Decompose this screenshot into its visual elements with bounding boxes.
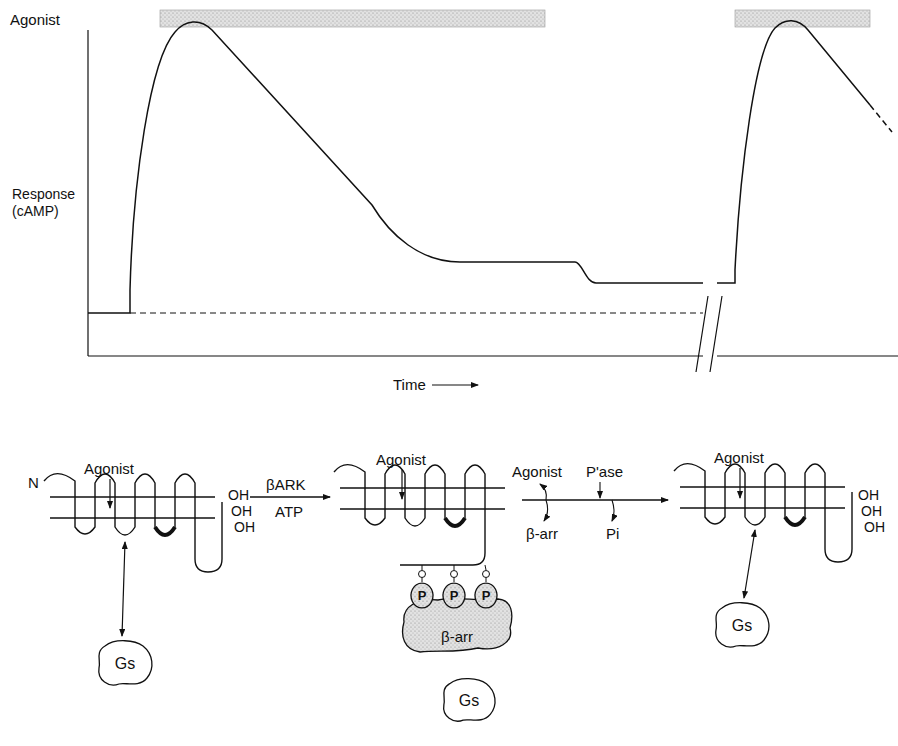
node-text: P [482,587,491,604]
g-protein-outline [444,679,495,722]
c-tail [400,518,485,565]
label: N [28,474,39,491]
node-text: Gs [459,692,479,709]
release-arrow [544,500,548,521]
label: OH [234,519,255,536]
c-tail [825,492,852,562]
receptor [334,465,505,527]
basal-level [130,313,703,314]
node-text: Gs [115,655,135,672]
phosphate-outline [411,583,433,608]
x-axis [88,355,898,356]
label: β-arr [526,525,558,542]
response-curve [717,21,870,283]
node-text: P [450,587,459,604]
g-protein: Gs [712,600,772,650]
y-axis [87,30,88,356]
label: OH [861,503,882,520]
label: OH [864,519,885,536]
reaction-arrow [522,499,668,500]
reaction-arrow [250,496,330,497]
label: βARK [266,476,305,493]
response-curve [88,22,703,313]
enzyme-arrow [599,482,600,498]
phospho-links [419,565,490,582]
axis-break [696,296,722,372]
label: Agonist [84,460,134,477]
arrestin: β-arr P P P [398,582,516,654]
coupling-arrow [122,542,125,636]
agonist-arrow [739,468,740,498]
release-arrow [540,484,546,500]
label: ATP [275,503,303,520]
phosphate-outline [443,583,465,608]
label: P'ase [586,463,623,480]
label: Agonist [10,11,60,28]
phosphate-outline [475,583,497,608]
phosphate: P [474,582,498,609]
g-protein-outline [99,641,152,685]
response-curve [870,105,892,132]
label: OH [858,487,879,504]
g-protein: Gs [95,638,155,688]
label: Agonist [376,451,426,468]
agonist-arrow [401,470,402,499]
release-arrow [612,500,614,521]
phosphate: P [442,582,466,609]
receptor [674,464,845,526]
label: Agonist [714,449,764,466]
agonist-arrow [109,479,110,508]
receptor [44,474,215,536]
g-protein: Gs [440,676,498,724]
node-text: P [418,587,427,604]
label: Pi [606,525,619,542]
node-text: Gs [732,617,752,634]
c-tail [195,502,222,572]
label: Time [393,376,426,393]
time-arrow [432,384,478,385]
label: OH [231,503,252,520]
label: Agonist [512,463,562,480]
response-chart [88,10,898,385]
label: OH [228,487,249,504]
label: Response (cAMP) [12,186,86,220]
agonist-bar [160,10,545,27]
phosphate: P [410,582,434,609]
node-text: β-arr [441,628,473,645]
coupling-arrow [744,530,755,598]
g-protein-outline [716,603,769,647]
